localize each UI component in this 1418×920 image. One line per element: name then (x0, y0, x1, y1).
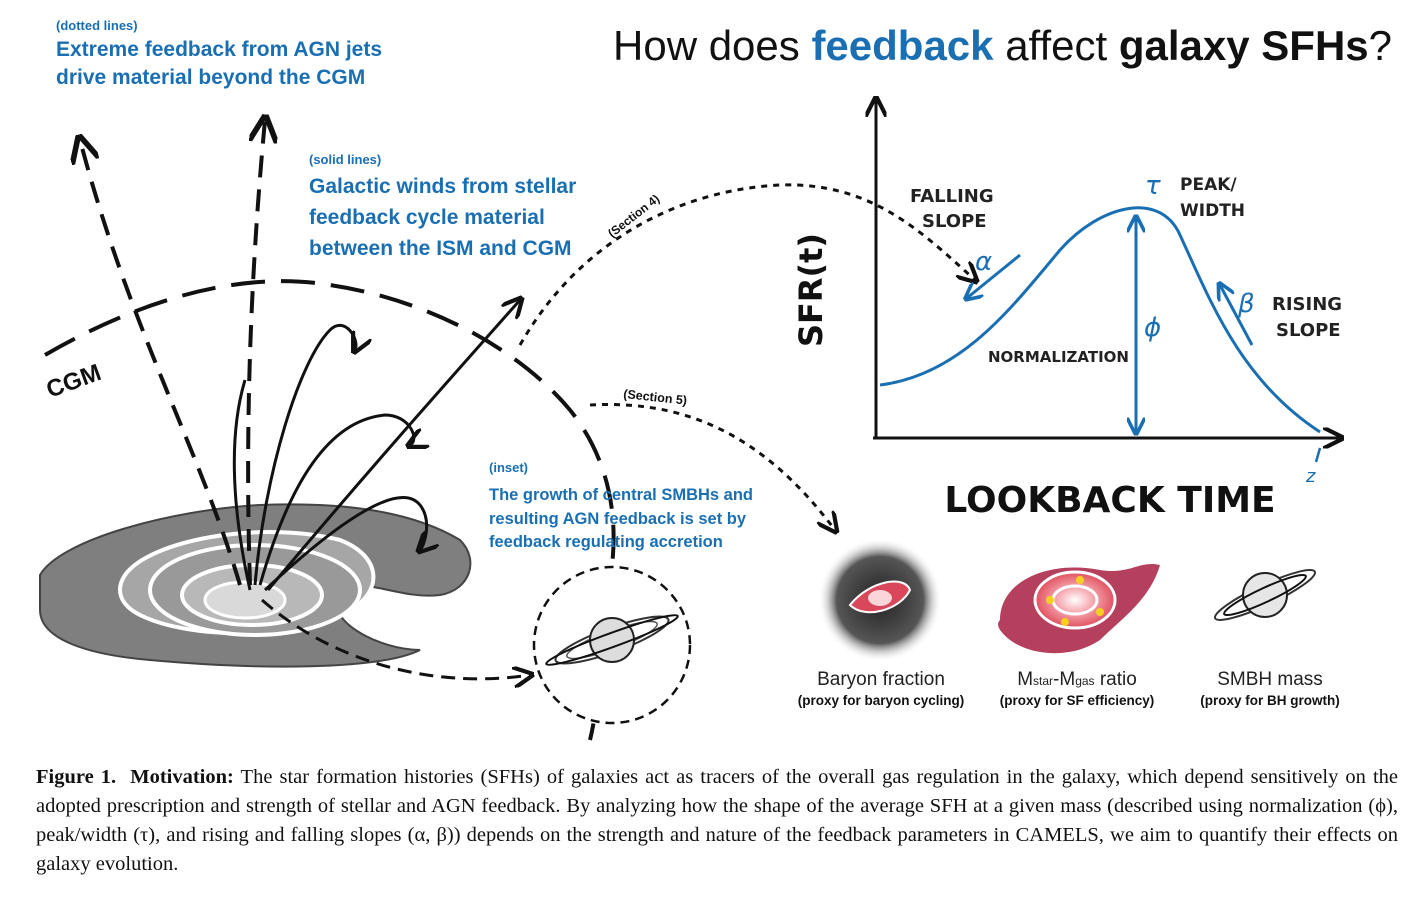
section4-label: (Section 4) (605, 192, 662, 241)
alpha-arrow (967, 253, 1021, 298)
section5-label: (Section 5) (623, 387, 688, 408)
stellar-wind-5 (232, 379, 252, 591)
proxy-smbh-title: SMBH mass (1217, 669, 1323, 690)
proxy-baryon-title: Baryon fraction (817, 669, 945, 690)
phi-symbol: ϕ (1144, 313, 1161, 343)
figure-caption: Figure 1. Motivation: The star formation… (36, 763, 1398, 879)
beta-symbol: β (1237, 289, 1255, 319)
agn-jet-left (80, 140, 242, 586)
x-axis-label: LOOKBACK TIME (944, 480, 1275, 521)
arrow-section4 (518, 183, 975, 346)
caption-text: The star formation histories (SFHs) of g… (36, 766, 1398, 875)
baryon-fraction-icon (818, 538, 942, 662)
proxy-baryon-subtitle: (proxy for baryon cycling) (798, 693, 965, 708)
stellar-line-3: between the ISM and CGM (309, 237, 572, 260)
tau-symbol: τ (1145, 171, 1161, 201)
cgm-label: CGM (43, 359, 105, 404)
figure-title: How does feedback affect galaxy SFHs? (613, 22, 1392, 69)
y-axis-label: SFR(t) (792, 233, 830, 347)
normalization-label: NORMALIZATION (988, 348, 1129, 366)
rising-label-1: RISING (1272, 294, 1342, 315)
caption-label: Figure 1. (36, 766, 117, 788)
redshift-symbol: z (1305, 466, 1316, 487)
stellar-wind-2 (258, 413, 414, 586)
smbh-inset (532, 565, 692, 725)
z-tick (1314, 447, 1322, 463)
proxy-smbh-subtitle: (proxy for BH growth) (1200, 693, 1340, 708)
inset-line-1: The growth of central SMBHs and (489, 486, 753, 504)
alpha-symbol: α (975, 247, 992, 277)
agn-tag: (dotted lines) (56, 18, 138, 33)
proxy-ratio-subtitle: (proxy for SF efficiency) (1000, 693, 1155, 708)
cgm-boundary (43, 279, 616, 741)
stellar-wind-4 (266, 300, 520, 591)
stellar-line-1: Galactic winds from stellar (309, 175, 576, 198)
arrow-section5 (589, 402, 835, 530)
figure-illustration: (dotted lines) Extreme feedback from AGN… (39, 18, 1392, 741)
stellar-tag: (solid lines) (309, 152, 381, 167)
smbh-mass-icon (1213, 569, 1317, 621)
beta-arrow (1220, 285, 1254, 346)
agn-line-2: drive material beyond the CGM (56, 66, 365, 89)
falling-label-2: SLOPE (922, 211, 987, 232)
stellar-wind-1 (253, 323, 356, 586)
proxy-ratio-title: Mstar-Mgas ratio (1017, 669, 1137, 690)
caption-heading: Motivation: (130, 766, 234, 788)
arrow-to-inset (261, 598, 530, 679)
inset-line-2: resulting AGN feedback is set by (489, 510, 747, 528)
star-gas-ratio-icon (998, 563, 1160, 654)
falling-label-1: FALLING (910, 186, 994, 207)
rising-label-2: SLOPE (1276, 320, 1341, 341)
stellar-line-2: feedback cycle material (309, 206, 545, 229)
sfh-schematic: SFR(t) LOOKBACK TIME FALLING SLOPE α τ P… (792, 100, 1342, 521)
peak-label-1: PEAK/ (1180, 175, 1237, 195)
stellar-wind-3 (263, 496, 427, 592)
inset-line-3: feedback regulating accretion (489, 533, 723, 551)
inset-tag: (inset) (489, 460, 528, 475)
sfh-curve (879, 206, 1321, 434)
agn-line-1: Extreme feedback from AGN jets (56, 38, 382, 61)
galaxy-disk-illustration (39, 503, 472, 668)
peak-label-2: WIDTH (1180, 201, 1245, 221)
